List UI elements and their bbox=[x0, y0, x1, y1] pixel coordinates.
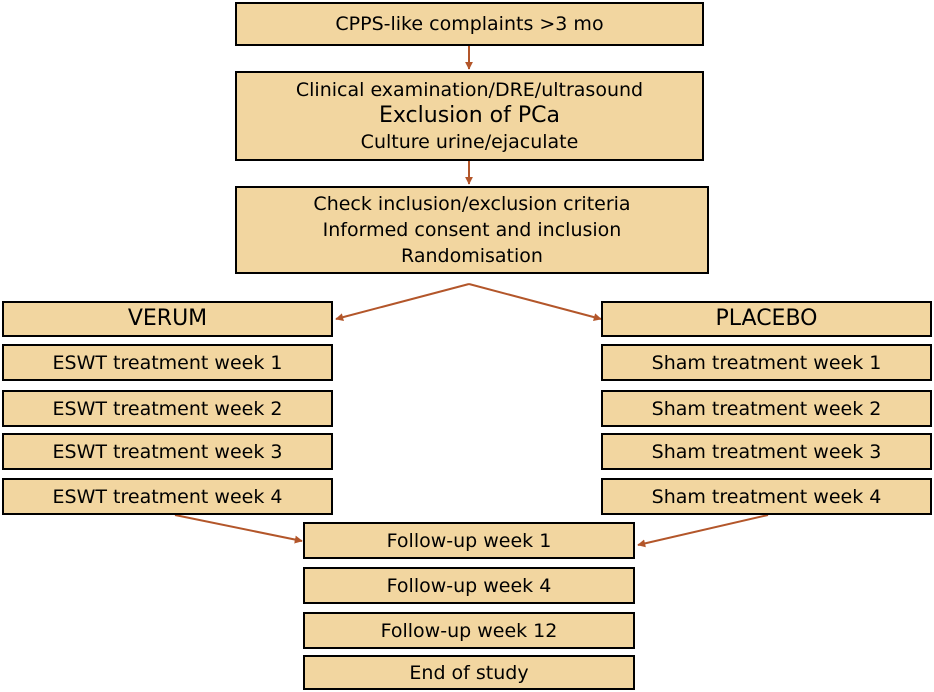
placebo-week-3-text: Sham treatment week 3 bbox=[651, 440, 882, 463]
arrow-verum-to-followup bbox=[174, 514, 303, 544]
verum-week-3-box: ESWT treatment week 3 bbox=[2, 433, 333, 470]
followup-week-4-text: Follow-up week 4 bbox=[386, 574, 552, 597]
arrow-placebo-to-followup bbox=[637, 514, 769, 548]
followup-week-12-box: Follow-up week 12 bbox=[303, 612, 635, 649]
followup-week-12-text: Follow-up week 12 bbox=[380, 619, 558, 642]
followup-week-1-box: Follow-up week 1 bbox=[303, 522, 635, 559]
verum-header-box: VERUM bbox=[2, 301, 333, 337]
placebo-week-1-box: Sham treatment week 1 bbox=[601, 344, 932, 381]
end-of-study-text: End of study bbox=[409, 661, 529, 684]
placebo-week-3-box: Sham treatment week 3 bbox=[601, 433, 932, 470]
step-complaints-text: CPPS-like complaints >3 mo bbox=[335, 13, 604, 35]
step-inclusion-line-1: Check inclusion/exclusion criteria bbox=[313, 193, 631, 215]
placebo-week-2-box: Sham treatment week 2 bbox=[601, 390, 932, 427]
placebo-week-4-text: Sham treatment week 4 bbox=[651, 485, 882, 508]
followup-week-4-box: Follow-up week 4 bbox=[303, 567, 635, 604]
verum-week-3-text: ESWT treatment week 3 bbox=[52, 440, 283, 463]
step-inclusion-line-3: Randomisation bbox=[401, 245, 543, 267]
step-examination-box: Clinical examination/DRE/ultrasound Excl… bbox=[235, 71, 704, 161]
arrow-randomisation-to-verum bbox=[335, 283, 470, 322]
step-inclusion-line-2: Informed consent and inclusion bbox=[322, 219, 622, 241]
arrow-randomisation-to-placebo bbox=[468, 283, 602, 322]
step-examination-line-3: Culture urine/ejaculate bbox=[360, 131, 579, 153]
placebo-title: PLACEBO bbox=[715, 306, 818, 331]
end-of-study-box: End of study bbox=[303, 655, 635, 690]
verum-week-4-box: ESWT treatment week 4 bbox=[2, 478, 333, 515]
placebo-header-box: PLACEBO bbox=[601, 301, 932, 337]
verum-week-2-box: ESWT treatment week 2 bbox=[2, 390, 333, 427]
verum-week-2-text: ESWT treatment week 2 bbox=[52, 397, 283, 420]
step-complaints-box: CPPS-like complaints >3 mo bbox=[235, 2, 704, 46]
step-examination-line-1: Clinical examination/DRE/ultrasound bbox=[295, 79, 644, 101]
placebo-week-2-text: Sham treatment week 2 bbox=[651, 397, 882, 420]
verum-week-1-box: ESWT treatment week 1 bbox=[2, 344, 333, 381]
verum-title: VERUM bbox=[127, 306, 208, 331]
step-examination-line-2: Exclusion of PCa bbox=[379, 103, 560, 128]
placebo-week-1-text: Sham treatment week 1 bbox=[651, 351, 882, 374]
placebo-week-4-box: Sham treatment week 4 bbox=[601, 478, 932, 515]
step-inclusion-box: Check inclusion/exclusion criteria Infor… bbox=[235, 186, 709, 274]
verum-week-1-text: ESWT treatment week 1 bbox=[52, 351, 283, 374]
verum-week-4-text: ESWT treatment week 4 bbox=[52, 485, 283, 508]
followup-week-1-text: Follow-up week 1 bbox=[386, 529, 552, 552]
